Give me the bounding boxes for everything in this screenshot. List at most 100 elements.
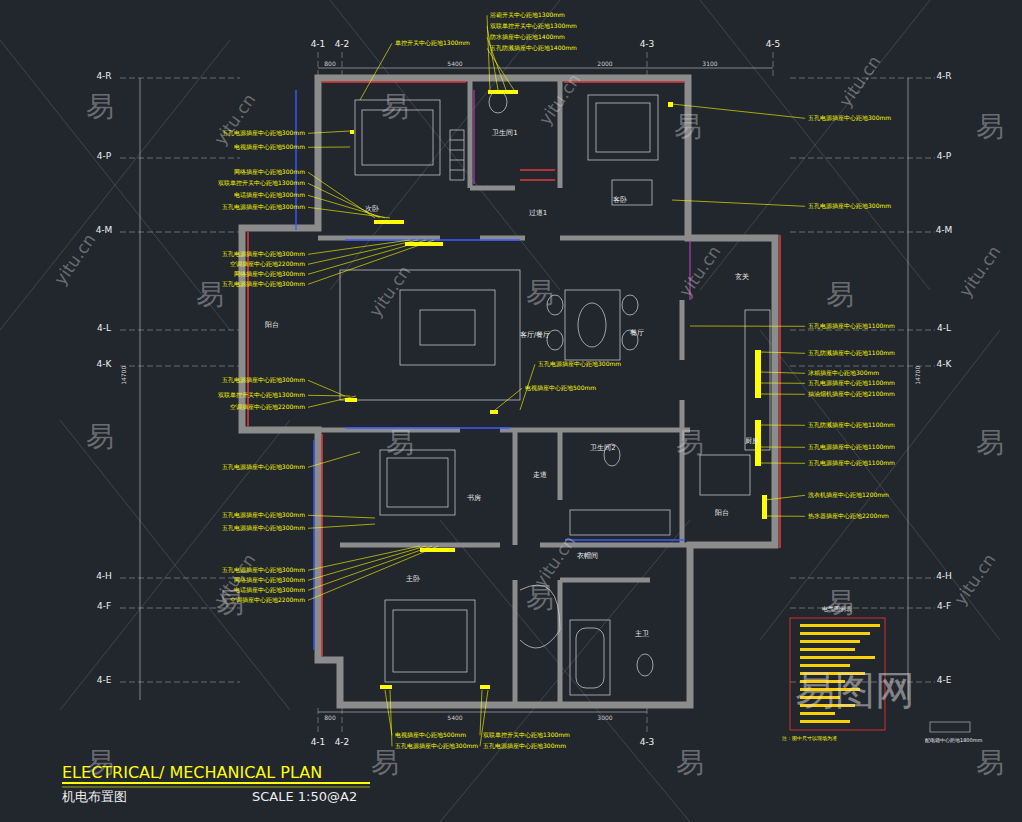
grid-label: 4-R [96,72,111,82]
callout-note: 五孔电源插座中心距地300mm [222,204,305,211]
callout-note: 双联单控开关中心距地1300mm [483,732,570,739]
watermark: 易 [676,428,704,459]
leader-line [760,447,805,448]
dimension: 3000 [597,715,612,722]
room-name: 客卧 [613,197,627,205]
grid-label: 4-M [936,226,953,236]
leader-line [760,463,805,464]
leader-line [308,515,375,518]
grid-label: 4-2 [335,40,350,50]
room-name: 书房 [467,495,481,503]
callout-note: 浴霸开关中心距地1300mm [490,12,565,19]
callout-note: 双联单控开关中心距地1300mm [218,392,305,399]
leader-line [308,240,418,264]
leader-line [308,131,350,133]
leader-line [308,147,350,148]
callout-note: 电视插座中心距地500mm [525,385,596,392]
leader-line [308,380,345,396]
leader-line [480,690,482,735]
leader-line [672,200,805,206]
room-name: 次卧 [365,206,379,214]
dimension: 800 [324,715,335,722]
leader-line [308,546,420,570]
watermark: 易 [526,278,554,309]
watermark: yitu.cn [836,52,884,110]
room-name: 衣帽间 [577,553,598,561]
watermark: yitu.cn [211,90,259,148]
grid-label: 4-5 [766,40,781,50]
grid-label: 4-P [97,152,111,162]
room-name: 餐厅 [630,330,644,338]
grid-label: 4-H [936,572,952,582]
room-name: 阳台 [715,510,729,518]
callout-note: 五孔防溅插座中心距地1100mm [808,422,895,429]
room-name: 厨房 [745,438,759,446]
leader-line [760,394,805,395]
grid-label: 4-R [936,72,951,82]
grid-label: 4-F [937,602,951,612]
leader-line [308,546,438,600]
callout-note: 电视插座中心距地500mm [234,144,305,151]
callout-note: 冰箱插座中心距地300mm [808,370,879,377]
room-name: 卫生间1 [492,130,517,138]
watermark: 易 [86,92,114,123]
callout-note: 电话插座中心距地300mm [234,587,305,594]
grid-label: 4-3 [640,738,655,748]
room-name: 主卫 [635,631,649,639]
watermark: 易 [381,92,409,123]
grid-label: 4-E [937,676,952,686]
room-name: 走道 [533,472,547,480]
grid-label: 4-H [96,572,112,582]
callout-note: 抽油烟机插座中心距地2100mm [808,391,895,398]
watermark: 易 [86,422,114,453]
callout-note: 五孔电源插座中心距地300mm [222,377,305,384]
leader-line [308,172,375,218]
callout-note: 网络插座中心距地300mm [234,271,305,278]
watermark: yitu.cn [366,262,414,320]
leader-line [308,395,350,397]
room-name: 过道1 [529,210,547,218]
callout-note: 五孔电源插座中心距地300mm [808,203,891,210]
watermark: 易 [676,748,704,779]
callout-note: 双联单控开关中心距地1300mm [218,180,305,187]
callout-note: 五孔电源插座中心距地300mm [538,361,621,368]
callout-note: 五孔电源插座中心距地300mm [222,464,305,471]
dimension: 14700 [915,366,922,385]
leader-line [308,183,380,218]
room-name: 主卧 [406,576,420,584]
leader-line [690,326,805,327]
callout-note: 五孔防溅插座中心距地1100mm [808,350,895,357]
leader-line [308,396,356,407]
dimension: 3100 [702,61,717,68]
callout-note: 五孔电源插座中心距地300mm [808,115,891,122]
grid-label: 4-L [937,324,951,334]
watermark: 易 [674,112,702,143]
callout-note: 防水插座中心距地1400mm [490,34,565,41]
leader-line [760,425,805,426]
callout-note: 电视插座中心距地500mm [395,732,466,739]
watermark: yitu.cn [676,242,724,300]
grid-label: 4-3 [640,40,655,50]
leader-line [760,372,805,373]
room-name: 客厅/餐厅 [520,332,550,340]
callout-note: 单控开关中心距地1300mm [395,40,470,47]
watermark: 易 [976,112,1004,143]
grid-label: 4-E [97,676,112,686]
drawing-note: 配电箱中心距地1800mm [925,738,982,744]
leader-line [308,195,385,218]
callout-note: 五孔电源插座中心距地1100mm [808,444,895,451]
dimension: 800 [324,61,335,68]
callout-note: 五孔电源插座中心距地300mm [395,743,478,750]
callout-note: 洗衣机插座中心距地1200mm [808,492,889,499]
watermark: 易 [371,748,399,779]
watermark: 易 [196,280,224,311]
leader-line [760,383,805,384]
leader-line [308,524,375,528]
leader-line [308,546,432,590]
callout-note: 五孔电源插座中心距地300mm [222,281,305,288]
grid-label: 4-1 [311,40,326,50]
leader-line [495,388,522,410]
plan-subtitle: 机电布置图 [62,790,127,804]
watermark: yitu.cn [51,230,99,288]
